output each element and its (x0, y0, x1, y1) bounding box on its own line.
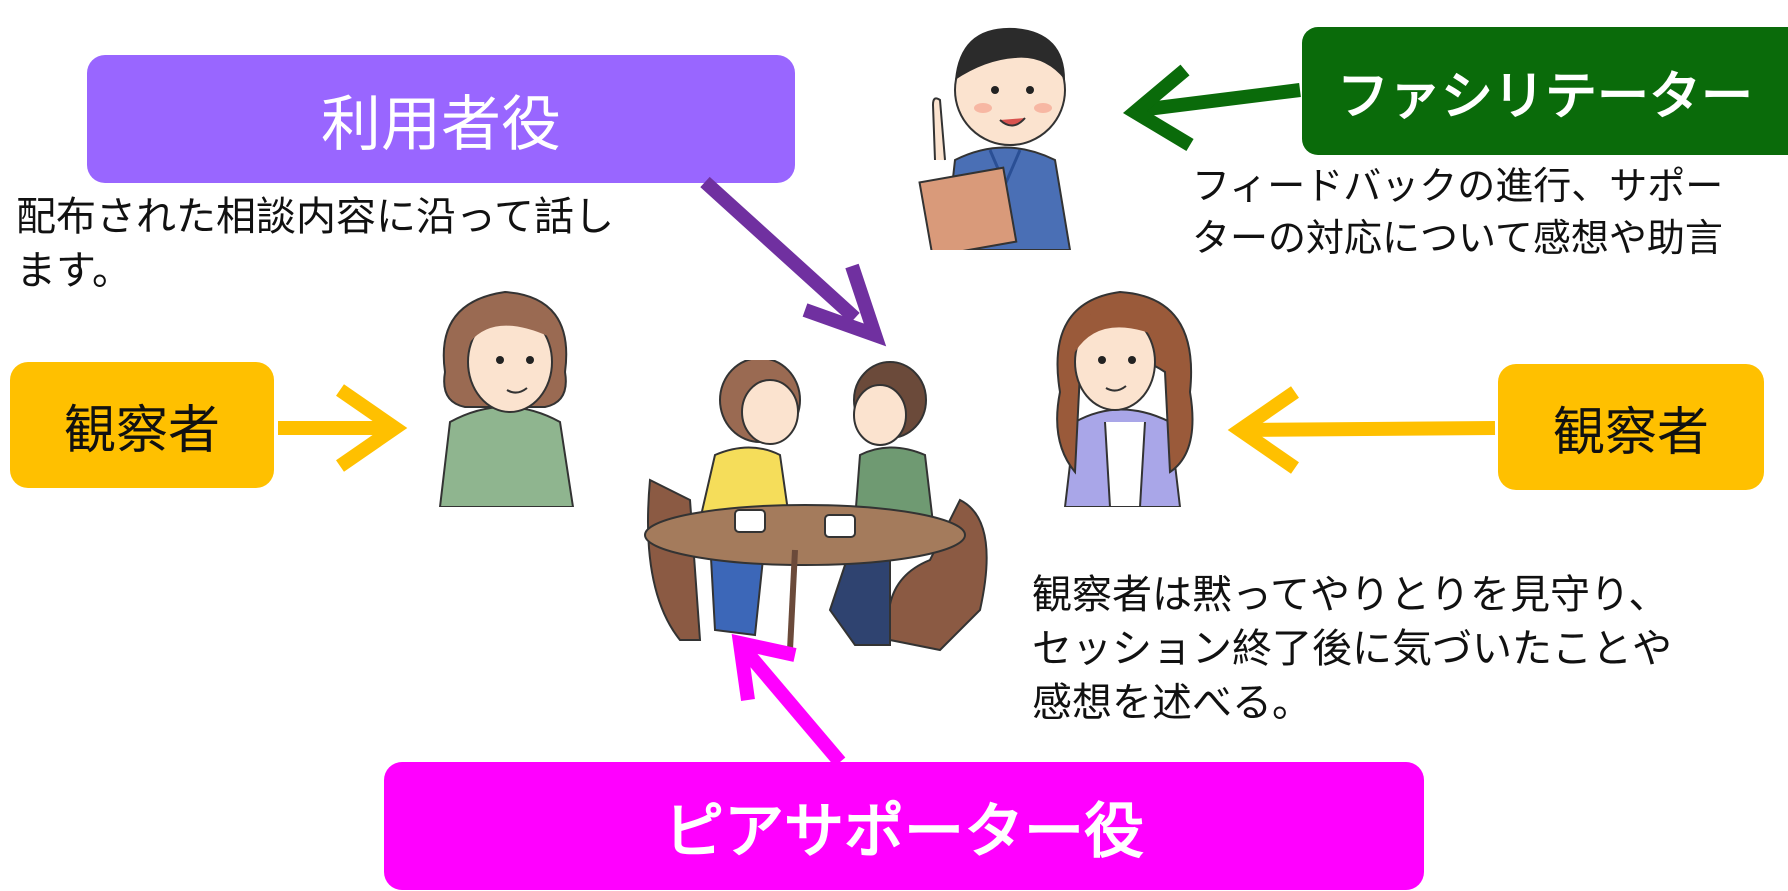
observer-left-label: 観察者 (10, 362, 274, 488)
facilitator-illustration (918, 27, 1072, 250)
facilitator-label: ファシリテーター (1302, 27, 1788, 155)
user-role-arrow (700, 176, 887, 347)
observer-left-arrow (278, 384, 408, 472)
observer-description: 観察者は黙ってやりとりを見守り、 セッション終了後に気づいたことや 感想を述べる… (1032, 568, 1732, 730)
user-desc-line-1: 配布された相談内容に沿って話し (16, 194, 614, 240)
fac-desc-line-1: フィードバックの進行、サポー (1192, 164, 1724, 208)
obs-desc-line-1: 観察者は黙ってやりとりを見守り、 (1032, 572, 1669, 618)
obs-desc-line-2: セッション終了後に気づいたことや (1032, 626, 1672, 672)
meeting-scene-illustration (644, 360, 988, 652)
obs-desc-line-3: 感想を述べる。 (1032, 680, 1312, 726)
left-observer-illustration (438, 290, 575, 507)
fac-desc-line-2: ターの対応について感想や助言 (1192, 216, 1723, 260)
facilitator-description: フィードバックの進行、サポー ターの対応について感想や助言 (1192, 160, 1788, 264)
peer-supporter-arrow (731, 634, 846, 767)
peer-supporter-label: ピアサポーター役 (384, 762, 1424, 890)
right-observer-illustration (1056, 290, 1194, 507)
observer-right-label: 観察者 (1498, 364, 1764, 490)
user-role-description: 配布された相談内容に沿って話し ます。 (16, 190, 676, 298)
observer-right-arrow (1227, 386, 1496, 474)
user-desc-line-2: ます。 (16, 248, 132, 294)
facilitator-arrow (1122, 64, 1301, 152)
user-role-label: 利用者役 (87, 55, 795, 183)
